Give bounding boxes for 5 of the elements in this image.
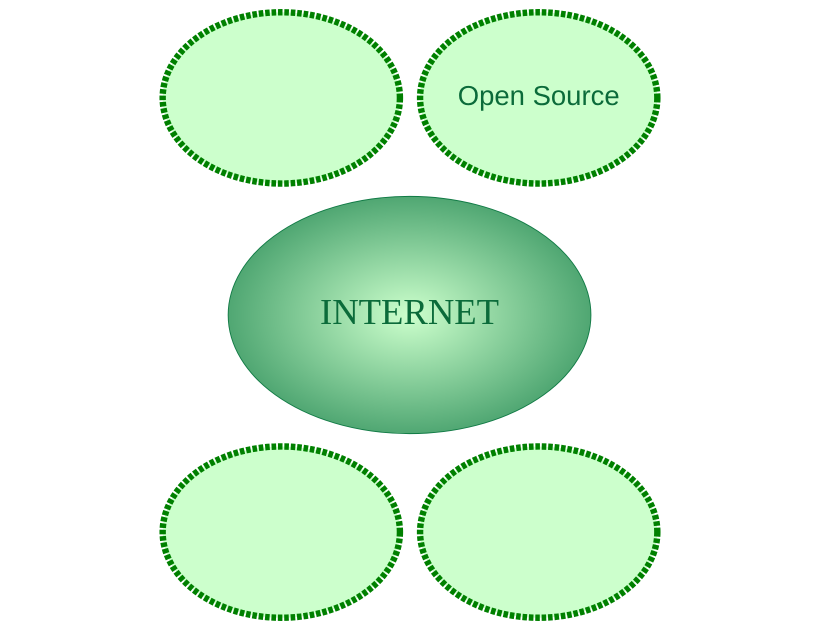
- node-ellipse: INTERNET: [227, 196, 591, 434]
- node-ellipse: [416, 443, 660, 621]
- node-ellipse: Open Source: [416, 9, 660, 187]
- node-ellipse: [158, 443, 403, 621]
- node-ellipse: [158, 9, 403, 187]
